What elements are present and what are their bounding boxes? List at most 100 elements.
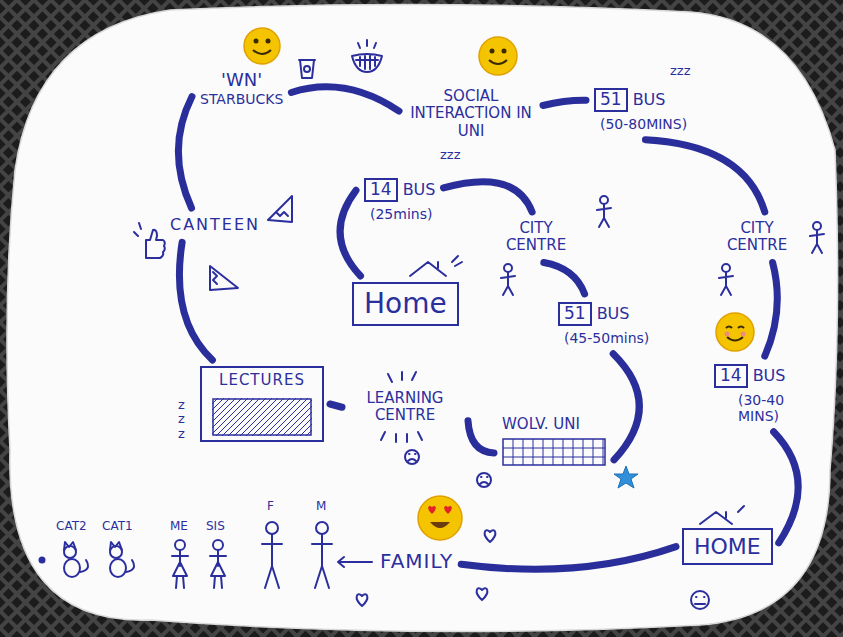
route-line <box>468 421 494 453</box>
bus-heading: 51BUS <box>594 88 687 112</box>
route-line <box>443 182 532 212</box>
sad-face <box>477 473 491 487</box>
home-box: Home <box>352 282 459 326</box>
route-number: 14 <box>714 364 748 388</box>
family-label: FAMILY <box>378 548 455 575</box>
bus-word: BUS <box>753 367 786 385</box>
route-line <box>774 432 799 543</box>
family-member-label: F <box>267 500 274 514</box>
place-label: CITY CENTRE <box>497 218 575 257</box>
person-figure <box>210 550 226 588</box>
house-roof-icon <box>410 256 462 276</box>
place-name: CITY CENTRE <box>720 220 794 255</box>
thumbs-up-icon <box>134 223 165 258</box>
sad-face <box>405 450 419 464</box>
heart-doodle <box>485 530 496 542</box>
pen-drawings <box>64 40 824 609</box>
star-sticker <box>614 466 638 488</box>
cat-figure <box>64 542 88 572</box>
place-name: SOCIAL INTERACTION IN UNI <box>407 88 535 140</box>
stick-figure <box>810 222 824 253</box>
sad-face-features <box>480 477 488 484</box>
smiley-sticker <box>479 37 517 75</box>
place-name: FAMILY <box>380 550 453 573</box>
pen-dot <box>39 557 46 564</box>
bus-route: 51BUS (45-50mins) <box>556 300 651 348</box>
journey-time: (30-40 MINS) <box>738 392 798 424</box>
place-name: 'WN' <box>200 70 283 91</box>
heart-doodle <box>357 594 368 606</box>
bus-word: BUS <box>633 91 666 109</box>
route-number: 14 <box>364 178 398 202</box>
cat-figure <box>110 546 122 558</box>
sleep-mark: zzz <box>178 398 186 441</box>
place-label: LEARNING CENTRE <box>348 388 462 427</box>
journey-time: (25mins) <box>370 206 435 222</box>
place-label: 'WN'STARBUCKS <box>198 68 285 109</box>
journey-time: (45-50mins) <box>564 330 649 346</box>
bus-heading: 51BUS <box>558 302 649 326</box>
route-number: 51 <box>558 302 592 326</box>
route-line <box>544 263 585 295</box>
route-line <box>613 354 639 460</box>
sad-face-features <box>408 454 416 461</box>
building-grid <box>502 438 606 466</box>
bus-route: 14BUS (25mins) <box>362 176 437 224</box>
paper-sheet <box>7 4 838 631</box>
place-name: CITY CENTRE <box>499 220 573 255</box>
route-line <box>765 263 778 357</box>
stick-figure <box>719 264 733 295</box>
cat-figure <box>64 559 80 577</box>
smiley-sticker <box>244 28 280 64</box>
place-name: LEARNING CENTRE <box>350 390 460 425</box>
mouth-icon <box>352 40 382 72</box>
coffee-cup-icon <box>299 60 315 78</box>
place-name: STARBUCKS <box>200 91 283 107</box>
coffee-cup-logo <box>304 66 310 72</box>
place-label: CANTEEN <box>168 214 262 236</box>
route-line <box>178 97 192 208</box>
bus-route: 14 BUS (30-40 MINS) <box>712 362 800 426</box>
route-line <box>291 87 399 111</box>
sandwich-icon <box>268 196 292 222</box>
university-building: WOLV. UNI <box>500 414 608 468</box>
family-member-label: M <box>316 500 326 514</box>
house-roof-icon <box>700 506 744 524</box>
place-name: CANTEEN <box>170 216 260 234</box>
neutral-face <box>691 591 709 609</box>
leader-arrow <box>338 557 372 567</box>
person-figure <box>262 534 282 588</box>
person-figure <box>213 540 223 550</box>
family-member-label: ME <box>170 520 188 534</box>
stick-figure <box>501 264 515 295</box>
place-name: HOME <box>694 534 761 559</box>
bus-heading: 14 BUS <box>714 364 798 388</box>
hatched-screen <box>212 398 312 436</box>
bus-heading: 14BUS <box>364 178 435 202</box>
heart-doodle <box>477 588 488 600</box>
neutral-face-features <box>695 597 705 604</box>
route-line <box>645 140 764 212</box>
content-sticker <box>716 313 754 351</box>
cat-figure <box>110 542 134 572</box>
person-figure <box>266 522 278 534</box>
sleep-mark: zzz <box>440 148 460 163</box>
place-name: LECTURES <box>212 372 312 389</box>
journey-time: (50-80MINS) <box>600 116 687 132</box>
place-name: Home <box>364 288 447 320</box>
bus-route: 51BUS (50-80MINS) <box>592 86 689 134</box>
heart-eyes-sticker <box>418 496 462 540</box>
place-name: WOLV. UNI <box>502 416 606 433</box>
sandwich-icon <box>210 266 238 290</box>
route-line <box>330 404 342 407</box>
family-member-label: CAT2 <box>56 520 87 534</box>
cat-figure <box>64 546 76 558</box>
route-line <box>179 242 212 360</box>
person-figure <box>172 550 188 588</box>
lecture-box: LECTURES <box>200 366 324 442</box>
person-figure <box>175 540 185 550</box>
stick-figure <box>597 196 611 227</box>
